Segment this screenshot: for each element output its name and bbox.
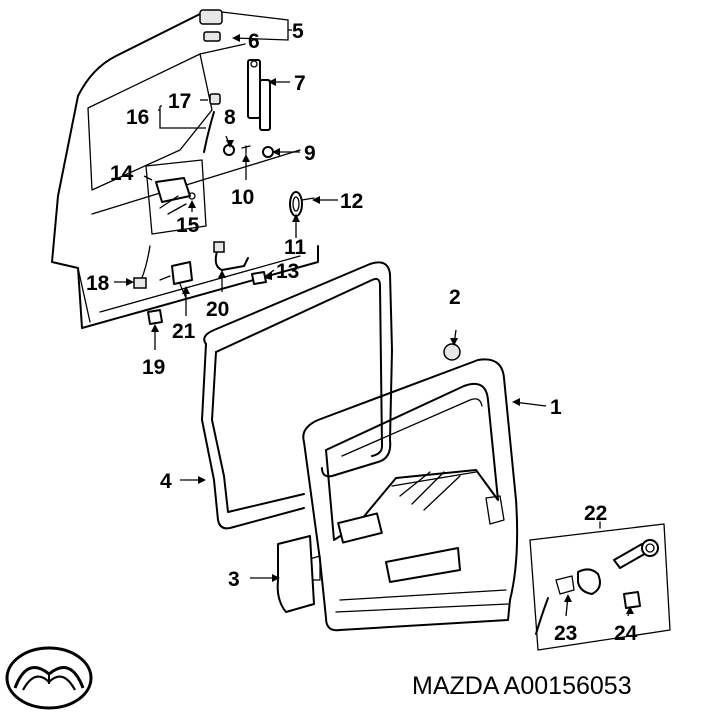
vehicle-body-outline	[51, 13, 319, 329]
callout-21: 21	[172, 320, 196, 343]
liftgate-panel	[302, 358, 519, 632]
callout-2: 2	[449, 286, 461, 309]
callout-22: 22	[584, 502, 607, 525]
callout-4: 4	[160, 470, 172, 493]
callout-9: 9	[304, 142, 316, 165]
callout-23: 23	[554, 622, 577, 645]
callout-numbers: 1 2 3 4 5 6 7 8 9 10 11 12 13 14 15 16 1…	[86, 20, 638, 645]
callout-3: 3	[228, 568, 240, 591]
callout-13: 13	[276, 260, 299, 283]
callout-10: 10	[231, 186, 254, 209]
release-cable	[213, 241, 249, 271]
callout-15: 15	[176, 214, 200, 237]
callout-6: 6	[248, 30, 260, 53]
callout-11: 11	[284, 236, 307, 259]
callout-17: 17	[168, 90, 191, 113]
part-number-caption: MAZDA A00156053	[412, 672, 632, 700]
latch-assembly-group	[145, 159, 207, 235]
leader-arrowheads	[126, 34, 634, 614]
mazda-logo-icon	[5, 646, 93, 710]
gas-strut	[247, 59, 271, 131]
small-fasteners	[203, 93, 461, 361]
callout-5: 5	[292, 20, 304, 43]
lower-trim-panel	[276, 535, 315, 613]
top-bumper-parts	[199, 9, 223, 42]
callout-20: 20	[206, 298, 229, 321]
callout-16: 16	[126, 106, 149, 129]
callout-8: 8	[224, 106, 236, 129]
lock-components	[133, 245, 267, 325]
callout-1: 1	[550, 396, 562, 419]
weatherstrip-seal	[201, 261, 393, 530]
callout-24: 24	[614, 622, 638, 645]
callout-7: 7	[294, 72, 306, 95]
callout-12: 12	[340, 190, 363, 213]
callout-14: 14	[110, 162, 134, 185]
callout-18: 18	[86, 272, 110, 295]
handle-assembly	[289, 191, 315, 217]
lock-cylinder-group	[529, 521, 671, 651]
callout-19: 19	[142, 356, 165, 379]
